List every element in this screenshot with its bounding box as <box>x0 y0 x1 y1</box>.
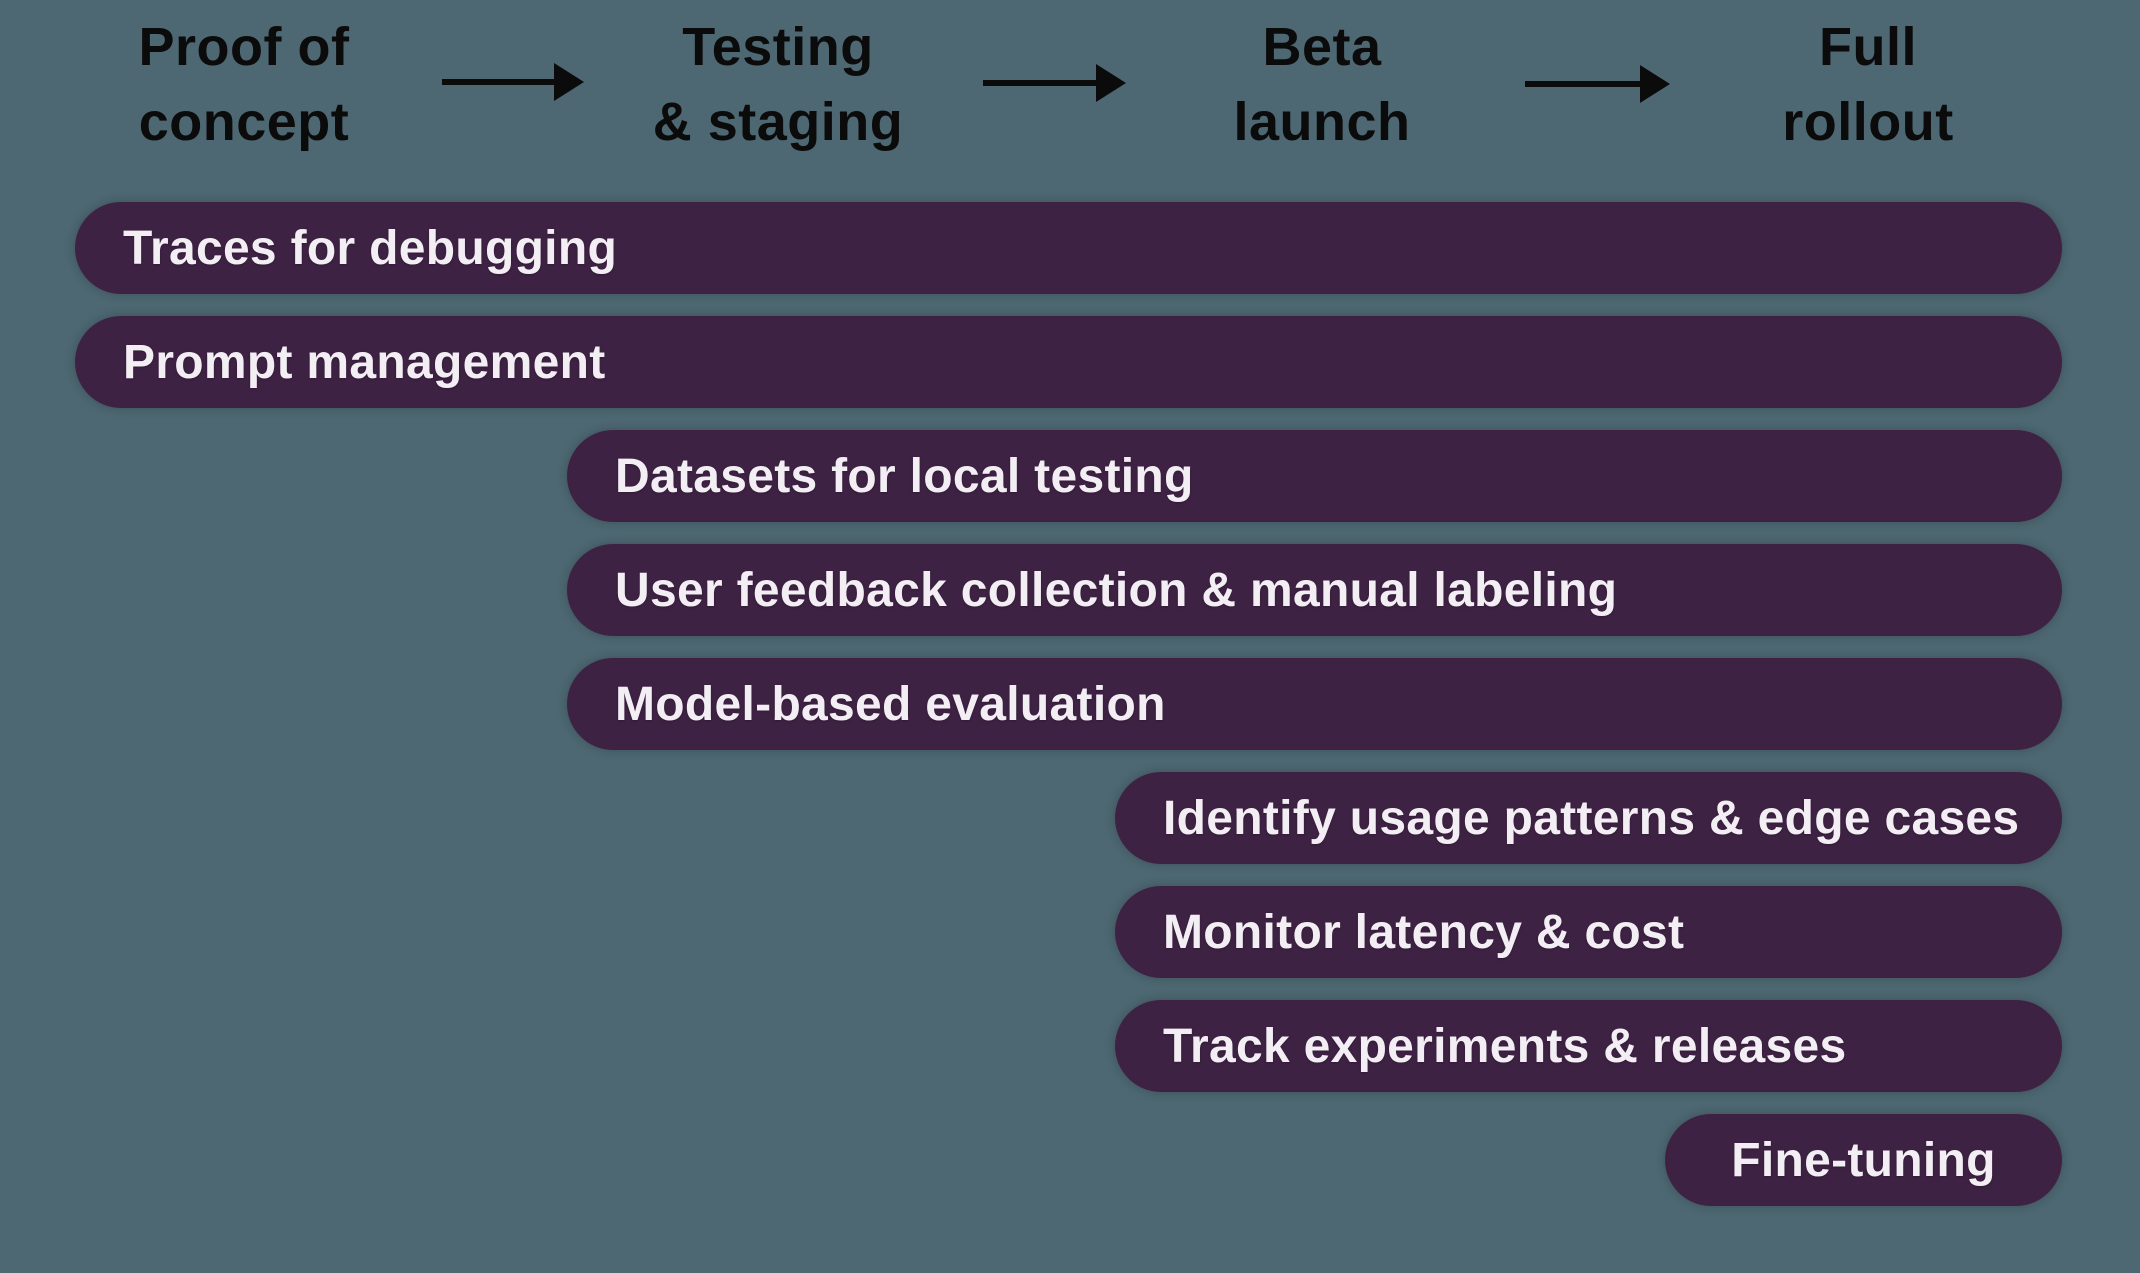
arrow-shaft <box>1525 81 1640 87</box>
feature-bar: Fine-tuning <box>1665 1114 2062 1206</box>
arrow-right-icon <box>983 64 1126 102</box>
arrow-right-icon <box>1525 65 1670 103</box>
feature-bar-label: Traces for debugging <box>123 221 618 275</box>
feature-bar-label: Datasets for local testing <box>615 449 1194 503</box>
feature-bar-label: Model-based evaluation <box>615 677 1166 731</box>
arrow-head <box>554 63 584 101</box>
feature-bar: Monitor latency & cost <box>1115 886 2062 978</box>
stage-label-2: Testing & staging <box>652 17 904 152</box>
feature-bar: Datasets for local testing <box>567 430 2062 522</box>
feature-bar: Traces for debugging <box>75 202 2062 294</box>
feature-bar-label: User feedback collection & manual labeli… <box>615 563 1618 617</box>
arrow-shaft <box>442 79 554 85</box>
feature-bar: Identify usage patterns & edge cases <box>1115 772 2062 864</box>
arrow-head <box>1096 64 1126 102</box>
feature-bar-label: Fine-tuning <box>1731 1133 1996 1187</box>
feature-bar-label: Monitor latency & cost <box>1163 905 1685 959</box>
feature-bar-label: Identify usage patterns & edge cases <box>1163 791 2020 845</box>
arrow-right-icon <box>442 63 584 101</box>
arrow-shaft <box>983 80 1096 86</box>
arrow-head <box>1640 65 1670 103</box>
stage-label-4: Full rollout <box>1782 17 1954 152</box>
feature-bar-label: Prompt management <box>123 335 606 389</box>
feature-bar: Track experiments & releases <box>1115 1000 2062 1092</box>
feature-bar-label: Track experiments & releases <box>1163 1019 1847 1073</box>
feature-bar: Prompt management <box>75 316 2062 408</box>
feature-bar: User feedback collection & manual labeli… <box>567 544 2062 636</box>
stage-label-3: Beta launch <box>1233 17 1411 152</box>
feature-bar: Model-based evaluation <box>567 658 2062 750</box>
stage-label-1: Proof of concept <box>138 17 350 152</box>
